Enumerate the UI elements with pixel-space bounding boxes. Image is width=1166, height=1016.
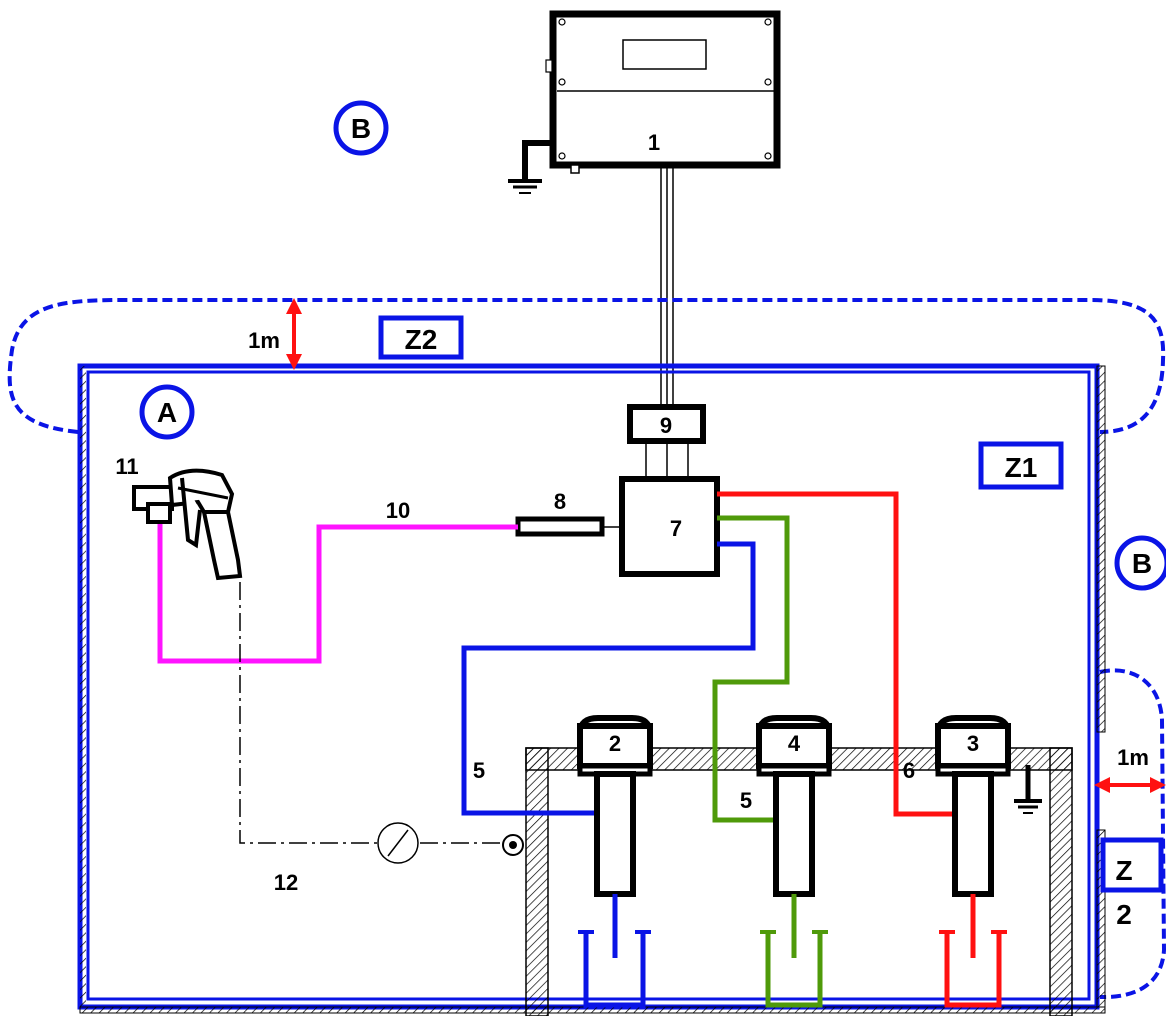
element-8-label: 8 [554,489,566,514]
pump-3: 3 [935,715,1011,958]
pump-4: 4 [756,715,832,958]
hose-pink-label: 10 [386,498,410,523]
controller-unit: 1 [545,10,781,174]
element-8: 8 [515,489,622,537]
mixer-label: 7 [670,516,682,541]
zone-a-label: A [157,397,177,428]
zone-b-top-label: B [351,113,371,144]
mixer-unit: 7 [619,476,720,577]
pump-2-label: 2 [609,731,621,756]
zone-z2-right-label-bottom: 2 [1116,899,1132,930]
air-valve-icon [502,834,524,856]
zone-z2-top-badge: Z2 [378,315,464,360]
pressure-gauge-icon [377,822,419,864]
hose-red-label: 6 [903,758,915,783]
hose-pink: 10 [157,498,518,664]
zone-z1-boundary [77,363,1106,1014]
element-9-label: 9 [660,413,672,438]
hose-red: 6 [717,491,960,817]
paint-container-icon [760,930,828,1008]
zone-z2-right-label-top: Z [1115,855,1132,886]
zone-z1-label: Z1 [1005,452,1038,483]
pump-3-label: 3 [967,731,979,756]
hose-green-label: 5 [740,788,752,813]
distance-right-label: 1m [1117,745,1149,770]
controller-label: 1 [648,130,660,155]
distance-top-label: 1m [248,328,280,353]
spray-gun-icon: 11 [115,454,243,581]
paint-container-icon [578,930,651,1008]
hose-green: 5 [712,515,790,823]
distance-indicator-right: 1m [1094,745,1166,793]
distance-indicator-top: 1m [248,298,302,370]
ground-icon [508,140,553,194]
zone-z2-top-label: Z2 [405,324,438,355]
ground-icon [1014,765,1042,814]
air-line: 12 [239,582,503,895]
pump-2: 2 [577,715,653,958]
zone-a-marker: A [139,384,195,440]
zone-b-right-label: B [1132,548,1152,579]
element-9: 9 [627,404,706,478]
zone-z2-right-badge: Z 2 [1100,837,1164,930]
zone-b-right-marker: B [1114,535,1166,591]
hose-blue-label: 5 [473,758,485,783]
spray-gun-label: 11 [115,454,138,479]
paint-container-icon [939,930,1007,1008]
zone-z2-boundary [7,298,1166,1000]
air-line-label: 12 [274,870,298,895]
controller-cable [660,165,674,406]
hose-blue: 5 [461,541,756,816]
zone-z1-badge: Z1 [978,441,1064,490]
pump-4-label: 4 [788,731,801,756]
zone-b-top-marker: B [333,100,389,156]
